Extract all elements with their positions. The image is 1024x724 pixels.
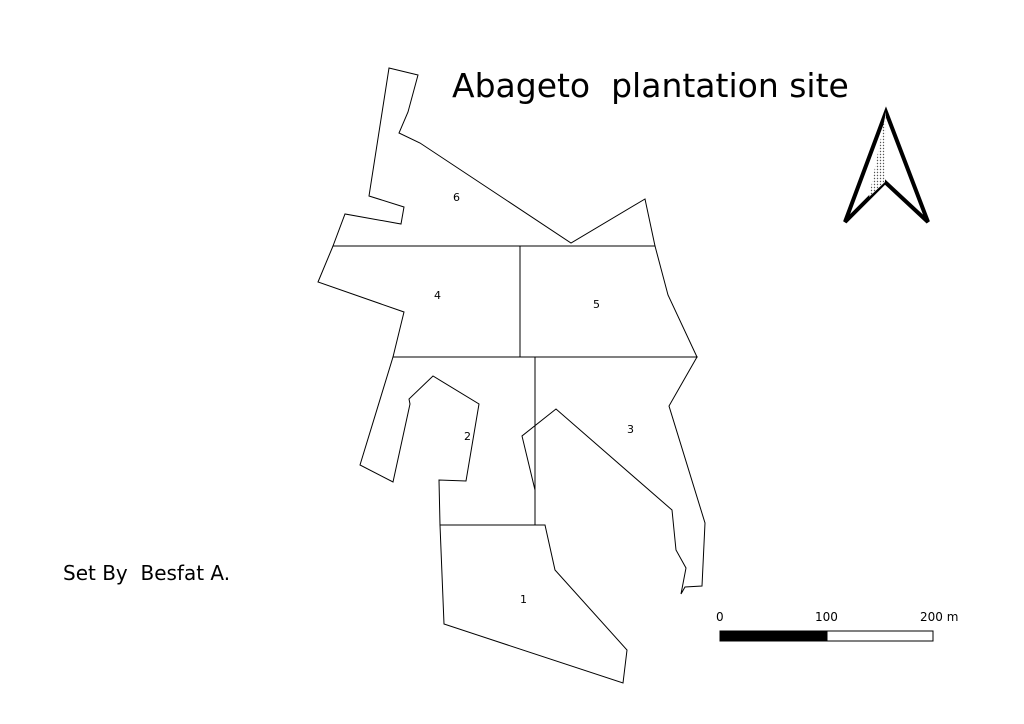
scale-label-200: 200 m <box>920 610 958 624</box>
parcel-label-1: 1 <box>520 593 527 606</box>
parcel-label-6: 6 <box>453 191 460 204</box>
north-arrow-icon <box>843 106 930 224</box>
map-credit: Set By Besfat A. <box>63 561 231 585</box>
parcel-3[interactable] <box>521 356 706 595</box>
scale-bar-segment-1 <box>719 630 828 642</box>
parcel-label-5: 5 <box>593 298 600 311</box>
parcel-label-4: 4 <box>434 289 441 302</box>
parcel-5[interactable] <box>519 245 698 358</box>
map-title: Abageto plantation site <box>452 66 849 105</box>
scale-bar: 0 100 200 m <box>716 610 958 642</box>
parcel-2[interactable] <box>359 356 536 526</box>
parcel-label-3: 3 <box>627 423 634 436</box>
parcel-label-2: 2 <box>464 430 471 443</box>
scale-bar-segment-2 <box>826 630 934 642</box>
scale-label-0: 0 <box>716 610 724 624</box>
parcel-1[interactable] <box>439 524 628 684</box>
scale-label-100: 100 <box>815 610 838 624</box>
parcel-6[interactable] <box>332 67 656 247</box>
parcel-4[interactable] <box>317 245 521 358</box>
